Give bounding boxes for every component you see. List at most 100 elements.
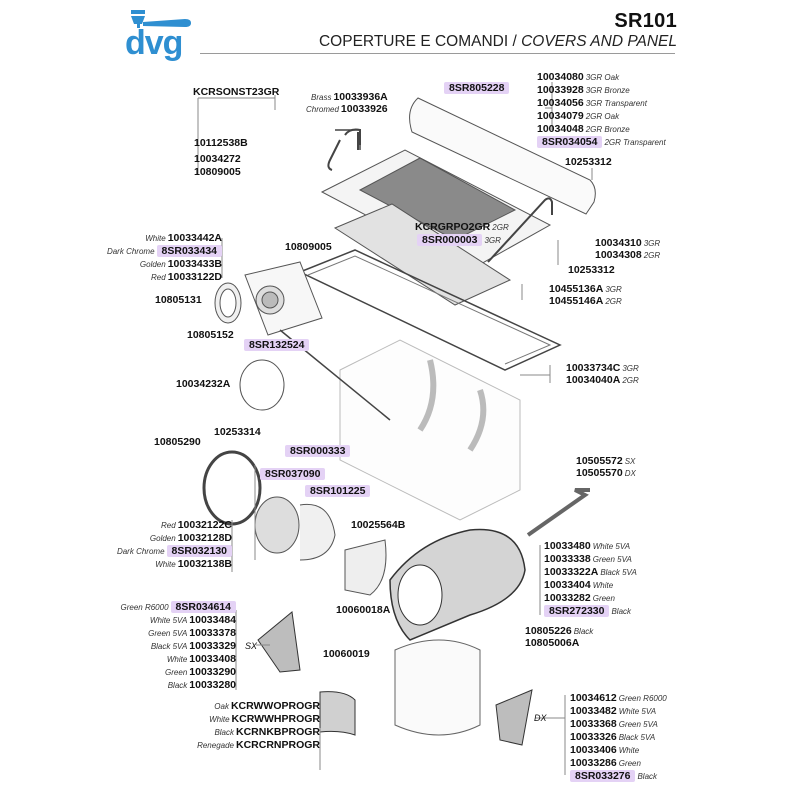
part-code: 10033433B bbox=[167, 258, 222, 270]
part-10253312-bottom: 10253312 bbox=[568, 264, 615, 276]
part-code: 10033406 bbox=[570, 744, 617, 756]
part-10025564b: 10025564B bbox=[351, 519, 406, 531]
part-variant-note: Red bbox=[151, 273, 166, 282]
side-sx-label: SX bbox=[245, 641, 258, 651]
part-8sr805228: 8SR805228 bbox=[444, 82, 510, 95]
part-code: 10032128D bbox=[177, 532, 232, 544]
part-8sr037090: 8SR037090 bbox=[260, 468, 326, 481]
part-code: 10034080 bbox=[537, 71, 584, 83]
part-kcrsonst23gr: KCRSONST23GR bbox=[193, 86, 280, 98]
part-code: KCRWWOPROGR bbox=[230, 700, 320, 712]
part-variant-note: Dark Chrome bbox=[116, 547, 165, 556]
dvg-logo: dvg bbox=[125, 8, 195, 63]
part-variant-note: Black bbox=[611, 607, 632, 616]
part-8sr000333: 8SR000333 bbox=[285, 445, 351, 458]
part-variant-note: White 5VA bbox=[592, 542, 631, 551]
part-code: 8SR034614 bbox=[170, 601, 236, 613]
part-variant-note: Green bbox=[165, 668, 188, 677]
part-variant-note: Black 5VA bbox=[618, 733, 656, 742]
part-variant-note: Green R6000 bbox=[120, 603, 169, 612]
part-code: 10033368 bbox=[570, 718, 617, 730]
part-code: 10033286 bbox=[570, 757, 617, 769]
part-variant-note: White bbox=[155, 560, 176, 569]
part-code: 10033329 bbox=[189, 640, 236, 652]
part-code: 8SR033276 bbox=[570, 770, 636, 782]
part-10809005-mid: 10809005 bbox=[285, 241, 332, 253]
part-variant-note: 3GR Oak bbox=[585, 73, 620, 82]
part-10060019: 10060019 bbox=[323, 648, 370, 660]
rear-panel-shape bbox=[409, 97, 596, 215]
part-code: 10034612 bbox=[570, 692, 617, 704]
part-code: KCRNKBPROGR bbox=[236, 726, 320, 738]
part-variant-note: Green bbox=[618, 759, 641, 768]
part-code: 10033408 bbox=[189, 653, 236, 665]
page-subtitle: COPERTURE E COMANDI / COVERS AND PANEL bbox=[319, 33, 677, 51]
part-variant-note: Green bbox=[592, 594, 615, 603]
part-variant-note: Oak bbox=[214, 702, 229, 711]
part-variant-note: Black bbox=[167, 681, 188, 690]
part-code: 10034056 bbox=[537, 97, 584, 109]
portafilter-icon bbox=[131, 10, 191, 28]
part-code: 10033928 bbox=[537, 84, 584, 96]
part-variant-note: Green R6000 bbox=[618, 694, 667, 703]
part-variant-note: White 5VA bbox=[618, 707, 657, 716]
part-variant-note: Green 5VA bbox=[618, 720, 658, 729]
part-variant-note: White bbox=[209, 715, 230, 724]
part-8sr132524: 8SR132524 bbox=[244, 339, 310, 352]
part-variant-note: 3GR Transparent bbox=[585, 99, 647, 108]
model-title: SR101 bbox=[614, 10, 677, 32]
part-code: 10033122D bbox=[167, 271, 222, 283]
part-code: 10033404 bbox=[544, 579, 591, 591]
part-variant-note: 2GR Bronze bbox=[585, 125, 630, 134]
part-code: 10033484 bbox=[189, 614, 236, 626]
part-code: 10033338 bbox=[544, 553, 591, 565]
part-code: 8SR033434 bbox=[156, 245, 222, 257]
part-code: 10033282 bbox=[544, 592, 591, 604]
header-rule bbox=[200, 53, 675, 54]
part-code: 10034048 bbox=[537, 123, 584, 135]
part-10805006a: 10805006A bbox=[525, 637, 580, 649]
part-variant-note: Green 5VA bbox=[592, 555, 632, 564]
part-variant-note: Black 5VA bbox=[600, 568, 637, 577]
part-variant-note: Black bbox=[637, 772, 658, 781]
part-code: 10033480 bbox=[544, 540, 591, 552]
part-code: 10033482 bbox=[570, 705, 617, 717]
side-dx-label: DX bbox=[534, 713, 547, 723]
part-code: 10032122C bbox=[177, 519, 232, 531]
grille-mesh bbox=[358, 157, 517, 241]
